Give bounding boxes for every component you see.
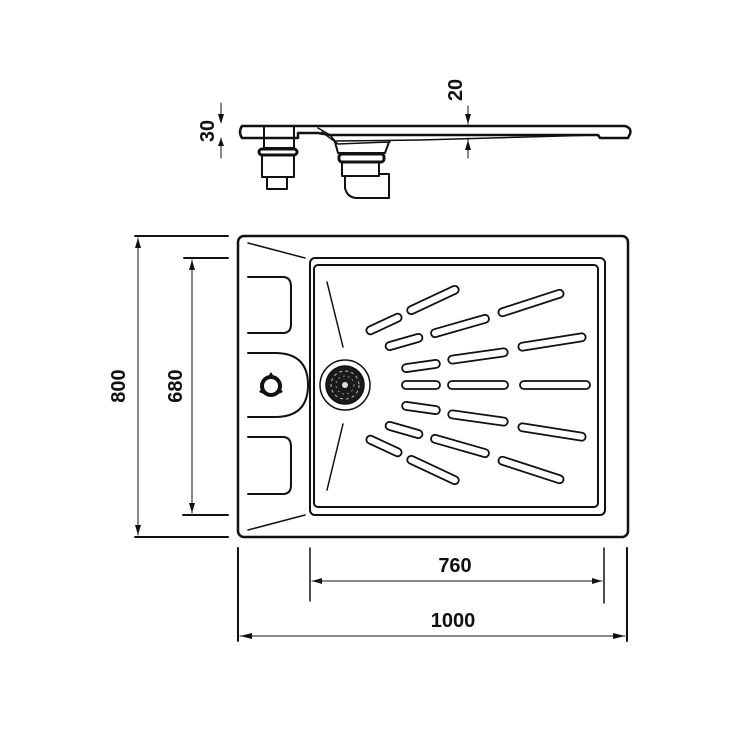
dimension-label-680: 680 [165, 369, 187, 402]
drain-trap-side [334, 141, 390, 199]
shelf-top [247, 276, 292, 334]
tray-outline [236, 234, 630, 539]
dimension-800: 800 [108, 235, 229, 538]
anti-slip-grooves [365, 284, 591, 486]
plan-view: 800 680 760 1000 [108, 234, 630, 642]
dimension-20: 20 [445, 79, 471, 159]
overflow-outlet-icon [259, 372, 283, 397]
side-view: 30 20 [197, 79, 632, 199]
dimension-30: 30 [197, 102, 224, 159]
dimension-label-20: 20 [445, 79, 467, 101]
dimension-label-30: 30 [197, 120, 219, 142]
dimension-label-1000: 1000 [431, 610, 476, 632]
basin-rim [309, 257, 606, 516]
dimension-760: 760 [309, 547, 605, 604]
dimension-label-800: 800 [108, 369, 130, 402]
drain-icon [319, 359, 371, 411]
overflow-niche [247, 352, 309, 418]
dimension-680: 680 [165, 257, 229, 516]
basin-floor [313, 264, 599, 508]
shelf-bottom [247, 436, 292, 495]
dimension-1000: 1000 [237, 547, 628, 642]
dimension-label-760: 760 [438, 555, 471, 577]
overflow-outlet-side [257, 125, 299, 190]
